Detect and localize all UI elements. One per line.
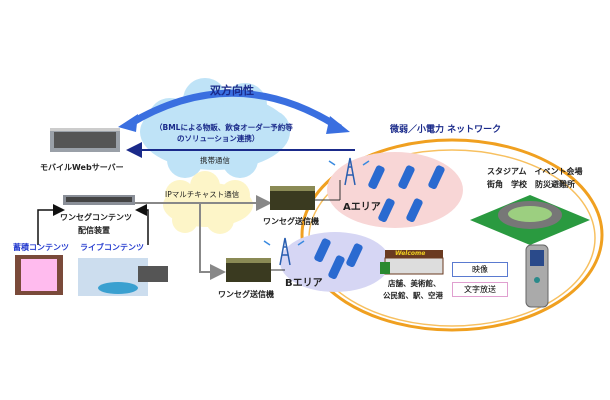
area-a-zone [327,152,463,228]
live-content-camera-icon [78,258,168,296]
mobile-server-label: モバイルWebサーバー [40,163,124,172]
stored-content-label: 蓄積コンテンツ [13,243,69,252]
phones-b-icon [314,238,363,280]
tower-a-icon [328,157,370,186]
phones-a-icon [368,165,445,223]
cloud-text-line-1: （BMLによる物販、飲食オーダー予約等 [155,123,293,132]
distribution-device-label-2: 配信装置 [78,226,110,235]
area-a-label: Aエリア [343,202,381,213]
tower-b-icon [263,237,305,266]
distribution-device-icon [63,195,135,205]
bidirectional-arc [126,89,342,131]
arc-arrowhead-right [326,116,350,134]
store-sign: Welcome [395,250,426,257]
network-label: 微弱／小電力 ネットワーク [390,125,502,135]
store-icon [380,250,444,275]
transmitter-b-icon [226,258,271,282]
stored-content-film-icon [15,255,63,295]
network-ellipse [300,138,604,332]
handset-icon [525,244,549,308]
distribution-device-label-1: ワンセグコンテンツ [60,213,132,222]
places-line-2: 公民館、駅、空港 [383,291,443,300]
area-b-label: Bエリア [285,278,323,289]
live-content-label: ライブコンテンツ [80,243,144,252]
cloud-text-line-2: のソリューション連携） [177,134,260,143]
transmitter-a-icon [270,186,315,210]
video-box: 映像 [452,262,508,277]
transmitter-b-label: ワンセグ送信機 [218,290,274,299]
ip-multicast-label: IPマルチキャスト通信 [165,190,240,199]
text-broadcast-box: 文字放送 [452,282,508,297]
places-line-1: 店舗、美術館、 [388,279,441,288]
mobile-comm-label: 携帯通信 [200,156,230,165]
stadium-icon [470,195,590,245]
bidirectional-title: 双方向性 [210,84,254,97]
yellow-cloud [163,171,253,234]
mobile-web-server-icon [50,128,120,152]
transmitter-a-label: ワンセグ送信機 [263,217,319,226]
arc-arrowhead-left [118,114,138,132]
venues-line-2: 街角 学校 防災避難所 [487,180,575,189]
venues-line-1: スタジアム イベント会場 [487,167,583,176]
